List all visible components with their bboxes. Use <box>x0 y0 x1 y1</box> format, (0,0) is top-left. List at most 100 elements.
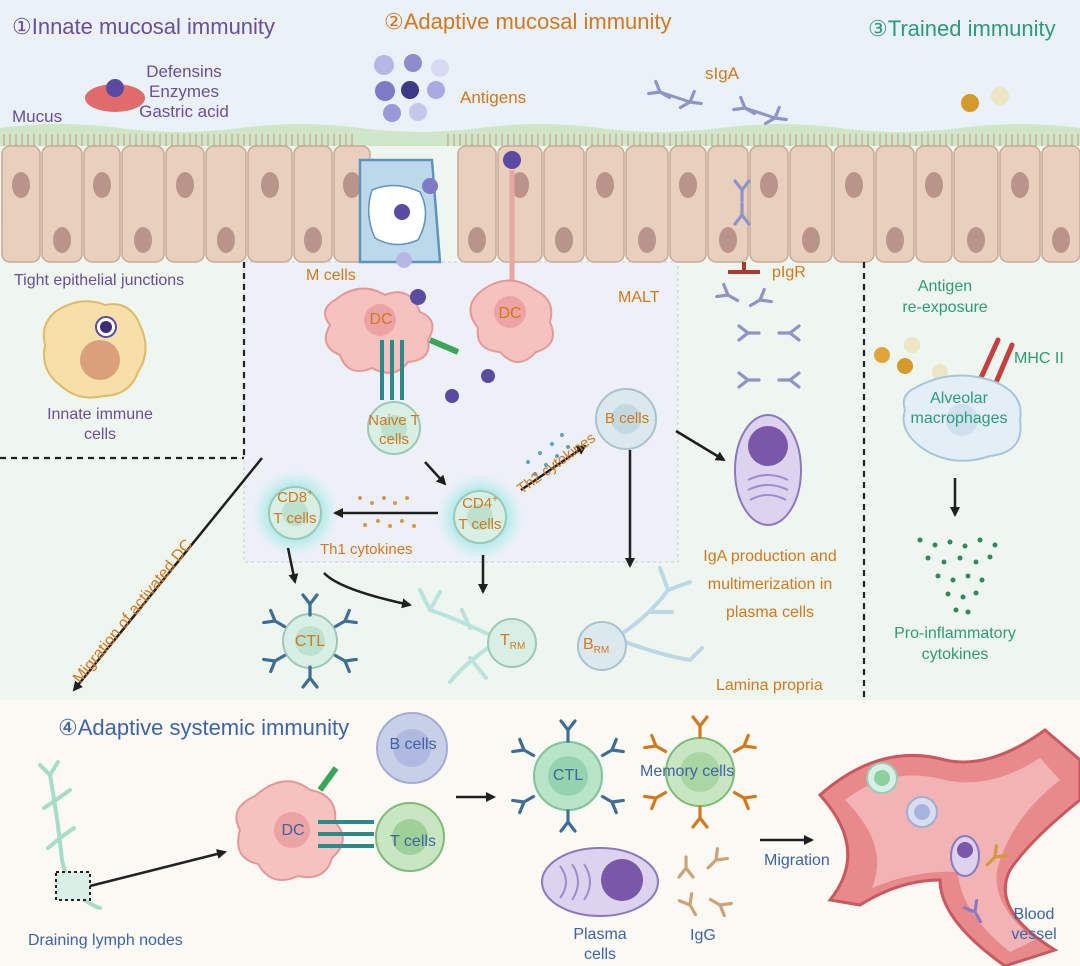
tight-junctions-label: Tight epithelial junctions <box>14 272 185 289</box>
ctl-label-mucosal: CTL <box>294 633 326 650</box>
epithelial-nucleus <box>304 227 322 253</box>
epithelial-cell <box>707 145 749 263</box>
proinflammatory-label-line1: Pro-inflammatory <box>894 625 1016 642</box>
epithelial-cell <box>749 145 789 263</box>
mhc-ii-label: MHC II <box>1014 350 1064 367</box>
trm-label: TRM <box>500 632 526 653</box>
epithelial-cell <box>625 145 669 263</box>
antigens-label: Antigens <box>460 88 527 107</box>
adaptive-mucosal-section-title: ②Adaptive mucosal immunity <box>384 9 672 34</box>
cd8-label-line1: CD8+ <box>277 488 313 506</box>
epithelial-nucleus <box>802 227 820 253</box>
defensin-blob <box>85 84 145 112</box>
innate-panel-divider <box>0 262 246 460</box>
epithelial-nucleus <box>12 172 30 198</box>
alveolar-macrophages-label-line1: Alveolar <box>930 390 988 407</box>
antigen-on-dc <box>503 151 521 169</box>
blood-vessel-label-line1: Blood <box>1013 906 1055 923</box>
epithelial-nucleus <box>1011 172 1029 198</box>
epithelial-cell <box>875 145 915 263</box>
lymph-node-zoom-box <box>55 871 91 901</box>
dc-label-2: DC <box>498 305 522 322</box>
alveolar-macrophages-label-line2: macrophages <box>910 410 1008 427</box>
lamina-propria-label: Lamina propria <box>716 677 823 694</box>
trained-section-title: ③Trained immunity <box>868 16 1056 41</box>
dc-label-systemic: DC <box>281 822 305 839</box>
tcr-mhc-complex <box>380 340 404 400</box>
migration-label: Migration <box>764 852 830 869</box>
gastric-acid-label: Gastric acid <box>139 102 229 121</box>
antigen-reexposure-label-line1: Antigen <box>917 278 973 295</box>
lymph-node-icon <box>38 760 102 910</box>
ctl-icon-mucosal <box>262 593 358 689</box>
plasma-cells-label-line2: cells <box>583 946 616 963</box>
ctl-icon-systemic <box>511 719 625 833</box>
th1-cytokines-label: Th1 cytokines <box>320 541 413 558</box>
epithelial-cell <box>165 145 205 263</box>
trm-cell-icon <box>418 588 502 684</box>
cd8-label-line2: T cells <box>273 510 317 527</box>
epithelial-nucleus <box>176 172 194 198</box>
epithelial-cell <box>293 145 333 263</box>
blood-vessel-label-line2: vessel <box>1011 926 1057 943</box>
b-cells-label-mucosal: B cells <box>604 410 650 427</box>
flow-arrows <box>72 429 960 692</box>
costim-signal <box>428 337 460 355</box>
iga-production-label-line2: multimerization in <box>707 576 833 593</box>
epithelial-nucleus <box>261 172 279 198</box>
epithelial-cell <box>457 145 497 263</box>
epithelial-cell <box>121 145 165 263</box>
tcr-mhc-complex-systemic <box>318 820 374 848</box>
epithelial-cell <box>41 145 83 263</box>
epithelial-cell <box>247 145 293 263</box>
epithelial-nucleus <box>468 227 486 253</box>
cd4-label-line2: T cells <box>458 516 502 533</box>
epithelial-nucleus <box>555 227 573 253</box>
epithelial-nucleus <box>596 172 614 198</box>
epithelial-nucleus <box>719 227 737 253</box>
innate-cells-label-line2: cells <box>83 426 116 443</box>
enzymes-label: Enzymes <box>149 82 219 101</box>
defensins-label: Defensins <box>146 62 222 81</box>
ctl-label-systemic: CTL <box>552 767 584 784</box>
innate-cells-label-line1: Innate immune <box>47 406 153 423</box>
antigen-reexposure-label-line2: re-exposure <box>902 299 988 316</box>
epithelial-nucleus <box>53 227 71 253</box>
t-cell-icon-systemic <box>375 802 445 872</box>
b-cell-icon-systemic <box>376 712 448 784</box>
reexposure-antigens <box>874 337 948 380</box>
dc-label-1: DC <box>369 311 393 328</box>
pigr-label: pIgR <box>772 264 806 281</box>
innate-section-title-line1: ①Innate mucosal immunity <box>12 14 276 39</box>
blood-cells <box>866 762 1008 927</box>
b-cells-label-systemic: B cells <box>389 736 437 753</box>
alveolar-macrophage-icon <box>902 374 1022 462</box>
plasma-cell-icon-mucosal <box>734 414 802 526</box>
b-cell-icon-mucosal <box>595 388 657 450</box>
epithelial-cell <box>83 145 121 263</box>
adaptive-systemic-section-title: ④Adaptive systemic immunity <box>58 715 350 740</box>
epithelial-nucleus <box>511 172 529 198</box>
epithelial-nucleus <box>845 172 863 198</box>
pigr-receptor <box>728 262 760 274</box>
dc-icon-1 <box>324 287 434 374</box>
brm-body <box>577 621 627 671</box>
mucus-label: Mucus <box>12 107 63 126</box>
epithelial-nucleus <box>1052 227 1070 253</box>
mhc-ii-icon <box>977 337 1015 388</box>
epithelial-nucleus <box>217 227 235 253</box>
naive-t-label-line1: Naive T <box>368 412 420 429</box>
epithelial-cell <box>543 145 585 263</box>
mucus-layer <box>0 124 1080 146</box>
epithelial-nucleus <box>134 227 152 253</box>
plasma-cells-label-line1: Plasma <box>573 926 627 943</box>
lymph-node-arrow <box>89 849 227 888</box>
iga-production-label-line3: plasma cells <box>725 604 815 621</box>
epithelial-nucleus <box>638 227 656 253</box>
brm-cell-icon <box>618 566 704 662</box>
epithelial-cell <box>1041 145 1080 263</box>
proinflammatory-label-line2: cytokines <box>921 646 989 663</box>
epithelial-nucleus <box>886 227 904 253</box>
th2-cytokine-dots <box>526 433 570 476</box>
